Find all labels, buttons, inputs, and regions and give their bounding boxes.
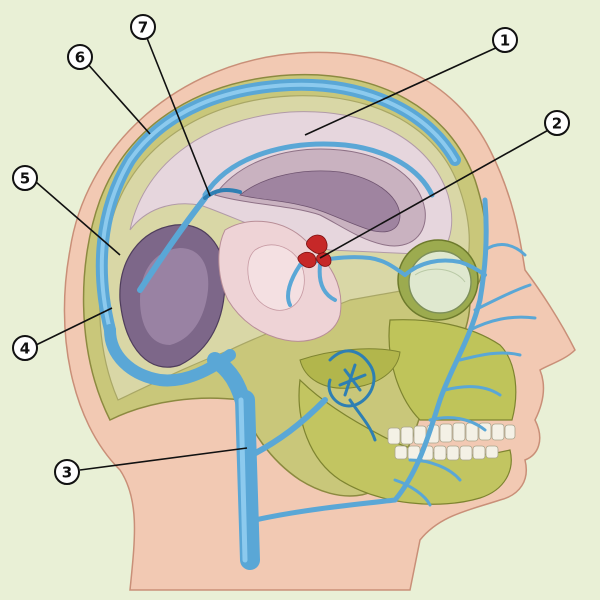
callout-1: 1: [492, 27, 518, 53]
superior-sagittal-sinus-highlight: [99, 82, 457, 332]
leader-line-2: [319, 127, 553, 259]
callout-6-label: 6: [75, 49, 85, 67]
callout-5-label: 5: [20, 170, 30, 188]
leader-line-7: [144, 32, 211, 197]
teeth: [387, 422, 516, 461]
superior-ophthalmic-vein: [403, 258, 487, 277]
inner-brain-fold: [239, 170, 401, 233]
internal-jugular-highlight: [238, 397, 248, 563]
callout-2-label: 2: [552, 115, 562, 133]
internal-jugular-vein: [235, 390, 260, 570]
callout-7-label: 7: [138, 19, 148, 37]
cerebellum-area: [247, 244, 305, 311]
callout-7: 7: [130, 14, 156, 40]
callout-6: 6: [67, 44, 93, 70]
callout-4: 4: [12, 335, 38, 361]
leader-line-5: [35, 181, 121, 256]
leader-line-3: [79, 447, 248, 471]
pterygoid-plexus: [327, 349, 377, 442]
callout-3-label: 3: [62, 464, 72, 482]
occipital-highlight: [140, 248, 209, 345]
leader-line-4: [35, 307, 113, 346]
mandible: [298, 378, 512, 505]
callout-1-label: 1: [500, 32, 510, 50]
great-cerebral-vein: [203, 188, 242, 200]
eyeball-texture: [414, 268, 466, 283]
straight-sinus: [137, 195, 208, 293]
callout-4-label: 4: [20, 340, 30, 358]
callout-2: 2: [544, 110, 570, 136]
inferior-sagittal-sinus: [202, 141, 435, 198]
eyeball: [408, 250, 472, 314]
leader-line-1: [304, 45, 501, 136]
leader-line-6: [85, 61, 151, 135]
callout-5: 5: [12, 165, 38, 191]
transverse-sinus: [104, 324, 236, 387]
callout-3: 3: [54, 459, 80, 485]
internal-carotid-artery: [297, 234, 332, 268]
facial-vein-branches: [393, 243, 537, 507]
retromandibular-vein: [249, 397, 328, 458]
